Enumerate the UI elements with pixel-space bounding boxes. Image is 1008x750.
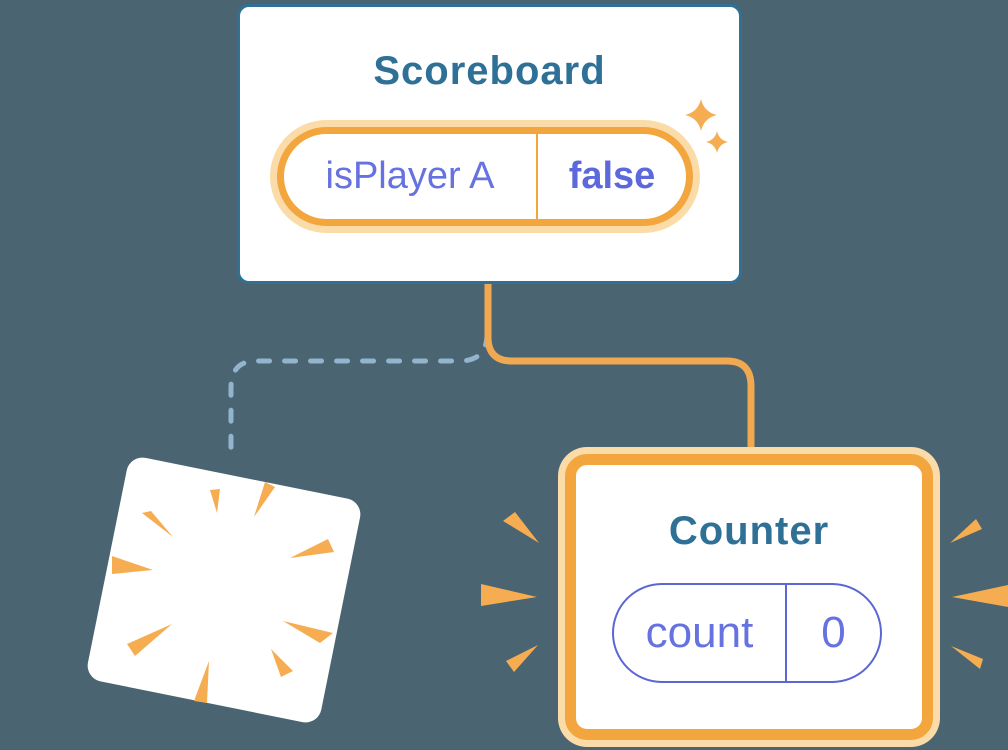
pill-divider [536, 134, 538, 219]
state-name: count [645, 608, 754, 657]
active-connector-line [484, 283, 755, 456]
scoreboard-state-pill: isPlayer A false [277, 127, 693, 226]
poof-burst-icon [112, 482, 334, 703]
state-name: isPlayer A [325, 155, 495, 197]
state-value: false [568, 155, 656, 197]
state-value: 0 [821, 608, 846, 657]
destroyed-card-body [87, 457, 361, 723]
destroyed-card [87, 457, 361, 723]
pill-divider [785, 585, 787, 681]
counter-title: Counter [668, 509, 830, 553]
counter-component-card: Counter count 0 [565, 454, 933, 740]
scoreboard-title: Scoreboard [373, 49, 606, 93]
dashed-connector-line [228, 331, 490, 455]
counter-state-pill: count 0 [612, 583, 882, 683]
scoreboard-component-card: Scoreboard isPlayer A false [237, 4, 742, 284]
